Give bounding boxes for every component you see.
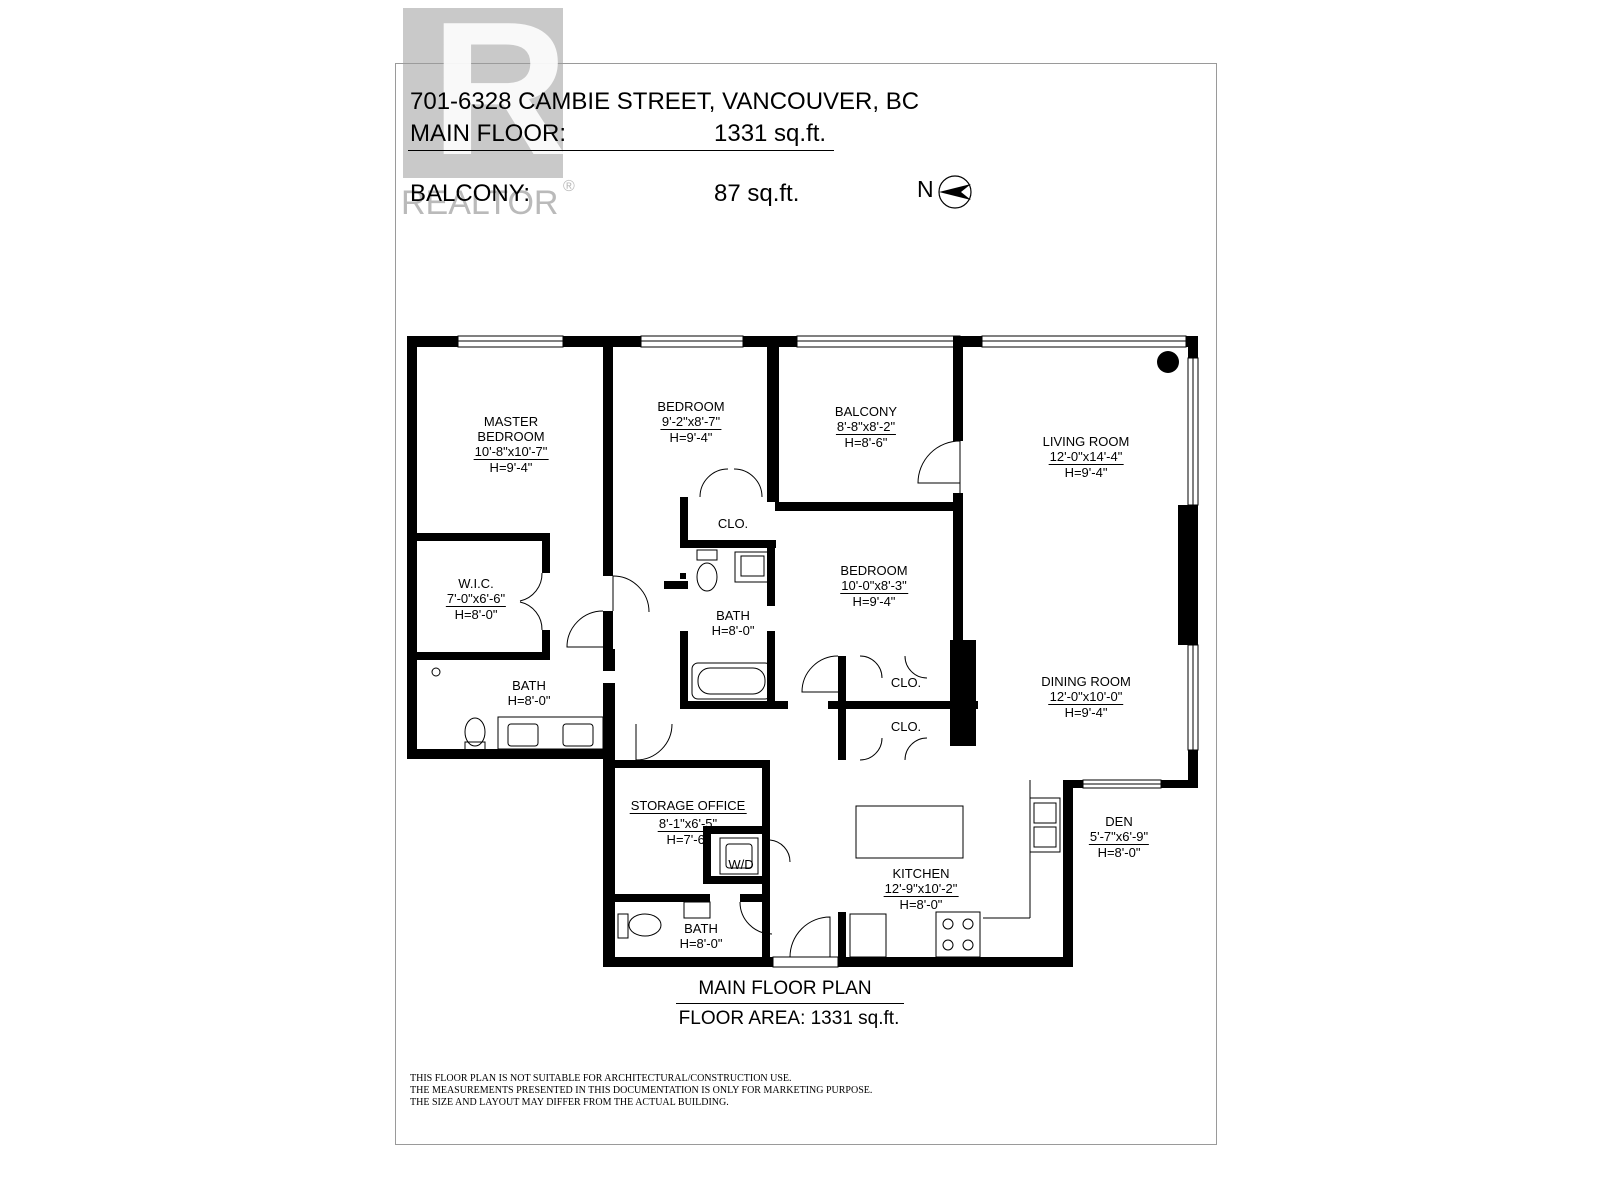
- wic-name: W.I.C.: [458, 576, 494, 591]
- column-marker: [1157, 351, 1179, 373]
- balcony-room-height: H=8'-6": [844, 435, 888, 450]
- bath-master-name: BATH: [512, 678, 546, 693]
- den-height: H=8'-0": [1097, 845, 1141, 860]
- master-bedroom-height: H=9'-4": [489, 460, 533, 475]
- bath-center-label: BATH H=8'-0": [712, 608, 755, 638]
- storage-office-label: STORAGE OFFICE 8'-1"x6'-5" H=7'-6": [629, 798, 747, 847]
- header-underline: [408, 150, 834, 151]
- bath-master-label: BATH H=8'-0": [508, 678, 551, 708]
- balcony-room-name: BALCONY: [834, 404, 898, 419]
- floor-plan-sheet: [395, 63, 1217, 1145]
- watermark-box: [403, 8, 563, 178]
- living-room-label: LIVING ROOM 12'-0"x14'-4" H=9'-4": [1043, 434, 1130, 480]
- address-title: 701-6328 CAMBIE STREET, VANCOUVER, BC: [410, 88, 920, 115]
- realtor-watermark-logo: R REALTOR ®: [401, 0, 575, 222]
- living-room-height: H=9'-4": [1064, 465, 1108, 480]
- door-swings: [519, 440, 961, 958]
- kitchen-name: KITCHEN: [892, 866, 950, 881]
- bedroom-1-dims: 9'-2"x8'-7": [660, 414, 722, 430]
- storage-office-height: H=7'-6": [666, 832, 710, 847]
- kitchen-height: H=8'-0": [899, 897, 943, 912]
- wic-dims: 7'-0"x6'-6": [445, 591, 507, 607]
- bath-small-label: BATH H=8'-0": [680, 921, 723, 951]
- windows: [457, 335, 1199, 968]
- kitchen-dims: 12'-9"x10'-2": [883, 881, 959, 897]
- disclaimer-line-1: THIS FLOOR PLAN IS NOT SUITABLE FOR ARCH…: [410, 1073, 792, 1084]
- north-letter: N: [917, 176, 934, 202]
- den-name: DEN: [1105, 814, 1133, 829]
- bedroom-2-height: H=9'-4": [852, 594, 896, 609]
- living-room-name: LIVING ROOM: [1042, 434, 1130, 449]
- wic-height: H=8'-0": [454, 607, 498, 622]
- disclaimer-line-3: THE SIZE AND LAYOUT MAY DIFFER FROM THE …: [410, 1097, 729, 1108]
- bath-center-name: BATH: [716, 608, 750, 623]
- floor-area-caption: FLOOR AREA: 1331 sq.ft.: [678, 1008, 900, 1029]
- bath-small-height: H=8'-0": [679, 936, 723, 951]
- balcony-label: BALCONY:: [410, 180, 531, 207]
- bedroom-2-name: BEDROOM: [840, 563, 908, 578]
- fixtures: [431, 549, 1061, 958]
- master-bedroom-name-1: MASTER: [483, 414, 539, 429]
- main-floor-value: 1331 sq.ft.: [714, 120, 827, 147]
- kitchen-label: KITCHEN 12'-9"x10'-2" H=8'-0": [883, 866, 959, 912]
- bath-center-height: H=8'-0": [711, 623, 755, 638]
- walls: [407, 336, 1198, 967]
- dining-room-dims: 12'-0"x10'-0": [1048, 689, 1124, 705]
- watermark-text: REALTOR: [401, 184, 559, 222]
- dining-room-height: H=9'-4": [1064, 705, 1108, 720]
- storage-office-name: STORAGE OFFICE: [629, 798, 747, 814]
- bedroom-1-height: H=9'-4": [669, 430, 713, 445]
- closet-2-label: CLO.: [890, 675, 922, 690]
- closet-3-label: CLO.: [890, 719, 922, 734]
- bedroom-2-label: BEDROOM 10'-0"x8'-3" H=9'-4": [840, 563, 908, 609]
- dining-room-label: DINING ROOM 12'-0"x10'-0" H=9'-4": [1041, 674, 1131, 720]
- den-dims: 5'-7"x6'-9": [1088, 829, 1150, 845]
- bath-master-height: H=8'-0": [507, 693, 551, 708]
- dining-room-name: DINING ROOM: [1041, 674, 1131, 689]
- closet-1-label: CLO.: [717, 516, 749, 531]
- compass-arrow-icon: [938, 175, 972, 209]
- bedroom-1-name: BEDROOM: [657, 399, 725, 414]
- bath-small-name: BATH: [684, 921, 718, 936]
- master-bedroom-label: MASTER BEDROOM 10'-8"x10'-7" H=9'-4": [473, 414, 549, 475]
- watermark-registered-mark: ®: [563, 178, 575, 195]
- bedroom-1-label: BEDROOM 9'-2"x8'-7" H=9'-4": [657, 399, 724, 445]
- den-label: DEN 5'-7"x6'-9" H=8'-0": [1088, 814, 1150, 860]
- storage-office-dims: 8'-1"x6'-5": [657, 816, 719, 832]
- disclaimer-text: THIS FLOOR PLAN IS NOT SUITABLE FOR ARCH…: [410, 1073, 872, 1109]
- main-floor-label: MAIN FLOOR:: [410, 120, 567, 147]
- wd-label: W/D: [728, 857, 754, 872]
- balcony-value: 87 sq.ft.: [714, 180, 800, 207]
- balcony-room-dims: 8'-8"x8'-2": [835, 419, 897, 435]
- master-bedroom-name-2: BEDROOM: [477, 429, 545, 444]
- floor-plan-title: MAIN FLOOR PLAN: [698, 978, 872, 999]
- disclaimer-line-2: THE MEASUREMENTS PRESENTED IN THIS DOCUM…: [410, 1085, 873, 1096]
- living-room-dims: 12'-0"x14'-4": [1048, 449, 1124, 465]
- master-bedroom-dims: 10'-8"x10'-7": [473, 444, 549, 460]
- balcony-room-label: BALCONY 8'-8"x8'-2" H=8'-6": [835, 404, 897, 450]
- bedroom-2-dims: 10'-0"x8'-3": [840, 578, 908, 594]
- wic-label: W.I.C. 7'-0"x6'-6" H=8'-0": [445, 576, 507, 622]
- caption-underline: [676, 1003, 904, 1004]
- watermark-letter: R: [431, 0, 569, 195]
